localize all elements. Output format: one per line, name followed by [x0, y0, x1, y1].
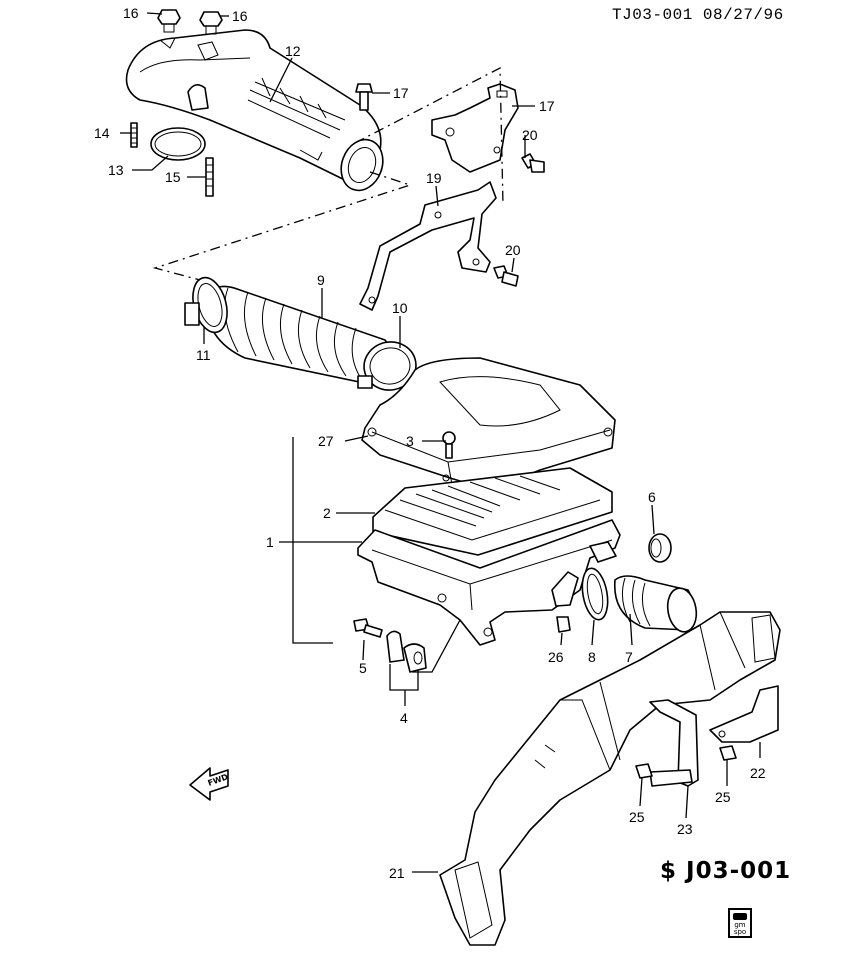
callout-16b: 16: [232, 8, 248, 24]
callout-10: 10: [392, 300, 408, 316]
callout-26: 26: [548, 649, 564, 665]
air-cleaner-lid-27: [361, 357, 616, 491]
callout-4: 4: [400, 710, 408, 726]
air-inlet-duct-7: [613, 575, 698, 633]
callout-17: 17: [539, 98, 555, 114]
callout-8: 8: [588, 649, 596, 665]
callout-25a: 25: [629, 809, 645, 825]
air-cleaner-housing-1: [357, 519, 621, 646]
hose-clamp-11: [184, 276, 228, 334]
callout-3: 3: [406, 433, 414, 449]
callout-2: 2: [323, 505, 331, 521]
callout-15: 15: [165, 169, 181, 185]
callout-13: 13: [108, 162, 124, 178]
bracket-17: [431, 83, 519, 173]
gm-spo-logo-icon: gm spo: [728, 908, 752, 938]
logo-line-2: spo: [733, 928, 747, 936]
lower-air-duct-22: [439, 611, 781, 946]
diagram-code-text: J03-001: [686, 858, 792, 884]
callout-24: 23: [677, 821, 693, 837]
callout-6: 6: [648, 489, 656, 505]
callout-5: 5: [359, 660, 367, 676]
callout-19: 19: [426, 170, 442, 186]
callout-18: 17: [393, 85, 409, 101]
stud-15: [205, 157, 214, 197]
callout-leaders: [120, 12, 761, 873]
callout-27: 27: [318, 433, 334, 449]
callout-12: 12: [285, 43, 301, 59]
bracket-23: [709, 685, 779, 743]
callout-14: 14: [94, 125, 110, 141]
mount-4b: [403, 643, 427, 673]
intake-duct-12: [125, 29, 384, 192]
clip-26: [556, 616, 571, 633]
dollar-mark-icon: $: [660, 858, 678, 884]
logo-line-1: gm: [734, 921, 746, 929]
callout-16a: 16: [123, 5, 139, 21]
callout-labels: 16 16 12 14 13 15 17 17 20 19 20 9 10 11…: [94, 5, 766, 881]
callout-7: 7: [625, 649, 633, 665]
callout-9: 9: [317, 272, 325, 288]
diagram-code: $ J03-001: [660, 858, 791, 884]
nut-16a: [157, 9, 181, 33]
callout-23: 22: [750, 765, 766, 781]
bracket-24: [649, 699, 699, 787]
bolt-18: [355, 83, 373, 111]
callout-11: 11: [196, 347, 211, 363]
grommet-6: [648, 533, 672, 563]
bracket-19: [359, 181, 497, 311]
callout-22: 21: [389, 865, 405, 881]
leader-dash-2: [152, 171, 413, 281]
callout-25b: 25: [715, 789, 731, 805]
leader-dash-1: [354, 66, 504, 206]
forward-arrow-icon: FWD: [189, 767, 230, 801]
callout-1: 1: [266, 534, 274, 550]
hose-clamp-10: [357, 341, 417, 391]
bolt-5: [353, 618, 383, 638]
seal-ring-13: [150, 127, 206, 161]
stud-14: [130, 122, 138, 148]
bolt-25b: [719, 745, 737, 761]
seal-8: [581, 567, 609, 621]
bolt-21: [493, 265, 519, 287]
logo-bar: [733, 913, 747, 920]
callout-21: 20: [505, 242, 521, 258]
nut-16b: [199, 11, 223, 35]
bolt-25a: [635, 763, 653, 779]
document-id: TJ03-001 08/27/96: [612, 6, 784, 24]
mount-4a: [386, 630, 405, 663]
callout-20: 20: [522, 127, 538, 143]
